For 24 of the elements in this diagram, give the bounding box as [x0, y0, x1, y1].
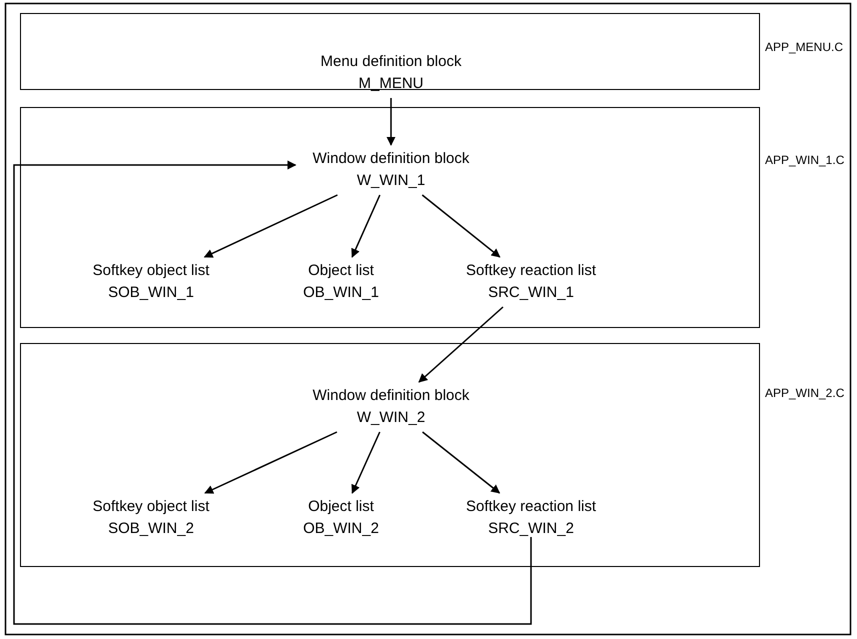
- arrow: [351, 194, 381, 258]
- arrow: [418, 306, 504, 383]
- file-name-label: APP_WIN_1.C: [765, 153, 844, 167]
- file-box: [20, 13, 760, 90]
- arrow: [13, 160, 532, 625]
- block-label: Window definition block W_WIN_1: [298, 148, 484, 192]
- arrow: [422, 431, 500, 494]
- block-label: Object list OB_WIN_1: [294, 260, 388, 304]
- block-label: Menu definition block M_MENU: [306, 51, 476, 95]
- block-label: Softkey object list SOB_WIN_1: [76, 260, 226, 304]
- arrow: [386, 98, 396, 146]
- arrow: [204, 194, 338, 258]
- file-name-label: APP_MENU.C: [765, 40, 844, 54]
- block-label: Softkey object list SOB_WIN_2: [76, 496, 226, 540]
- file-box: [20, 107, 760, 328]
- arrow: [351, 432, 380, 494]
- file-name-label: APP_WIN_2.C: [765, 386, 844, 400]
- block-label: Softkey reaction list SRC_WIN_1: [451, 260, 611, 304]
- block-label: Softkey reaction list SRC_WIN_2: [451, 496, 611, 540]
- block-label: Window definition block W_WIN_2: [298, 385, 484, 429]
- file-box: [20, 343, 760, 567]
- arrow: [204, 431, 338, 494]
- arrow: [422, 194, 500, 258]
- block-label: Object list OB_WIN_2: [294, 496, 388, 540]
